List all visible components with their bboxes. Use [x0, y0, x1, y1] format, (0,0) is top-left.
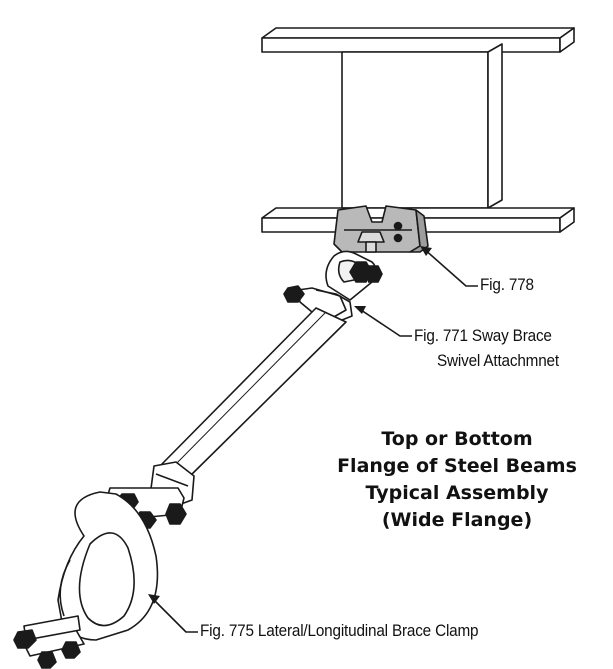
- beam-bottom-flange-side: [559, 207, 575, 233]
- leader-fig778: [422, 247, 478, 287]
- fig771-swivel-attachment: [283, 250, 383, 321]
- beam-web-side: [487, 43, 503, 209]
- title-line-2: Flange of Steel Beams: [337, 455, 577, 477]
- steel-i-beam: [261, 27, 575, 233]
- beam-top-flange: [261, 27, 575, 39]
- label-fig771-line2: Swivel Attachmnet: [437, 351, 559, 370]
- beam-web: [341, 51, 489, 209]
- title-line-4: (Wide Flange): [381, 509, 533, 531]
- fig775-brace-clamp: [13, 461, 195, 669]
- beam-top-flange-front: [261, 37, 561, 53]
- arrow-fig775: [148, 594, 160, 604]
- beam-top-flange-side: [559, 27, 575, 53]
- label-fig771-line1: Fig. 771 Sway Brace: [414, 326, 552, 345]
- label-fig778: Fig. 778: [480, 275, 534, 294]
- title-line-3: Typical Assembly: [365, 482, 549, 504]
- arrow-fig771: [354, 306, 366, 314]
- label-fig775: Fig. 775 Lateral/Longitudinal Brace Clam…: [200, 621, 479, 640]
- assembly-title: Top or Bottom Flange of Steel Beams Typi…: [318, 426, 596, 534]
- leader-fig775: [149, 595, 198, 633]
- title-line-1: Top or Bottom: [381, 428, 533, 450]
- arrow-fig778: [420, 246, 432, 256]
- leader-fig771: [357, 307, 412, 337]
